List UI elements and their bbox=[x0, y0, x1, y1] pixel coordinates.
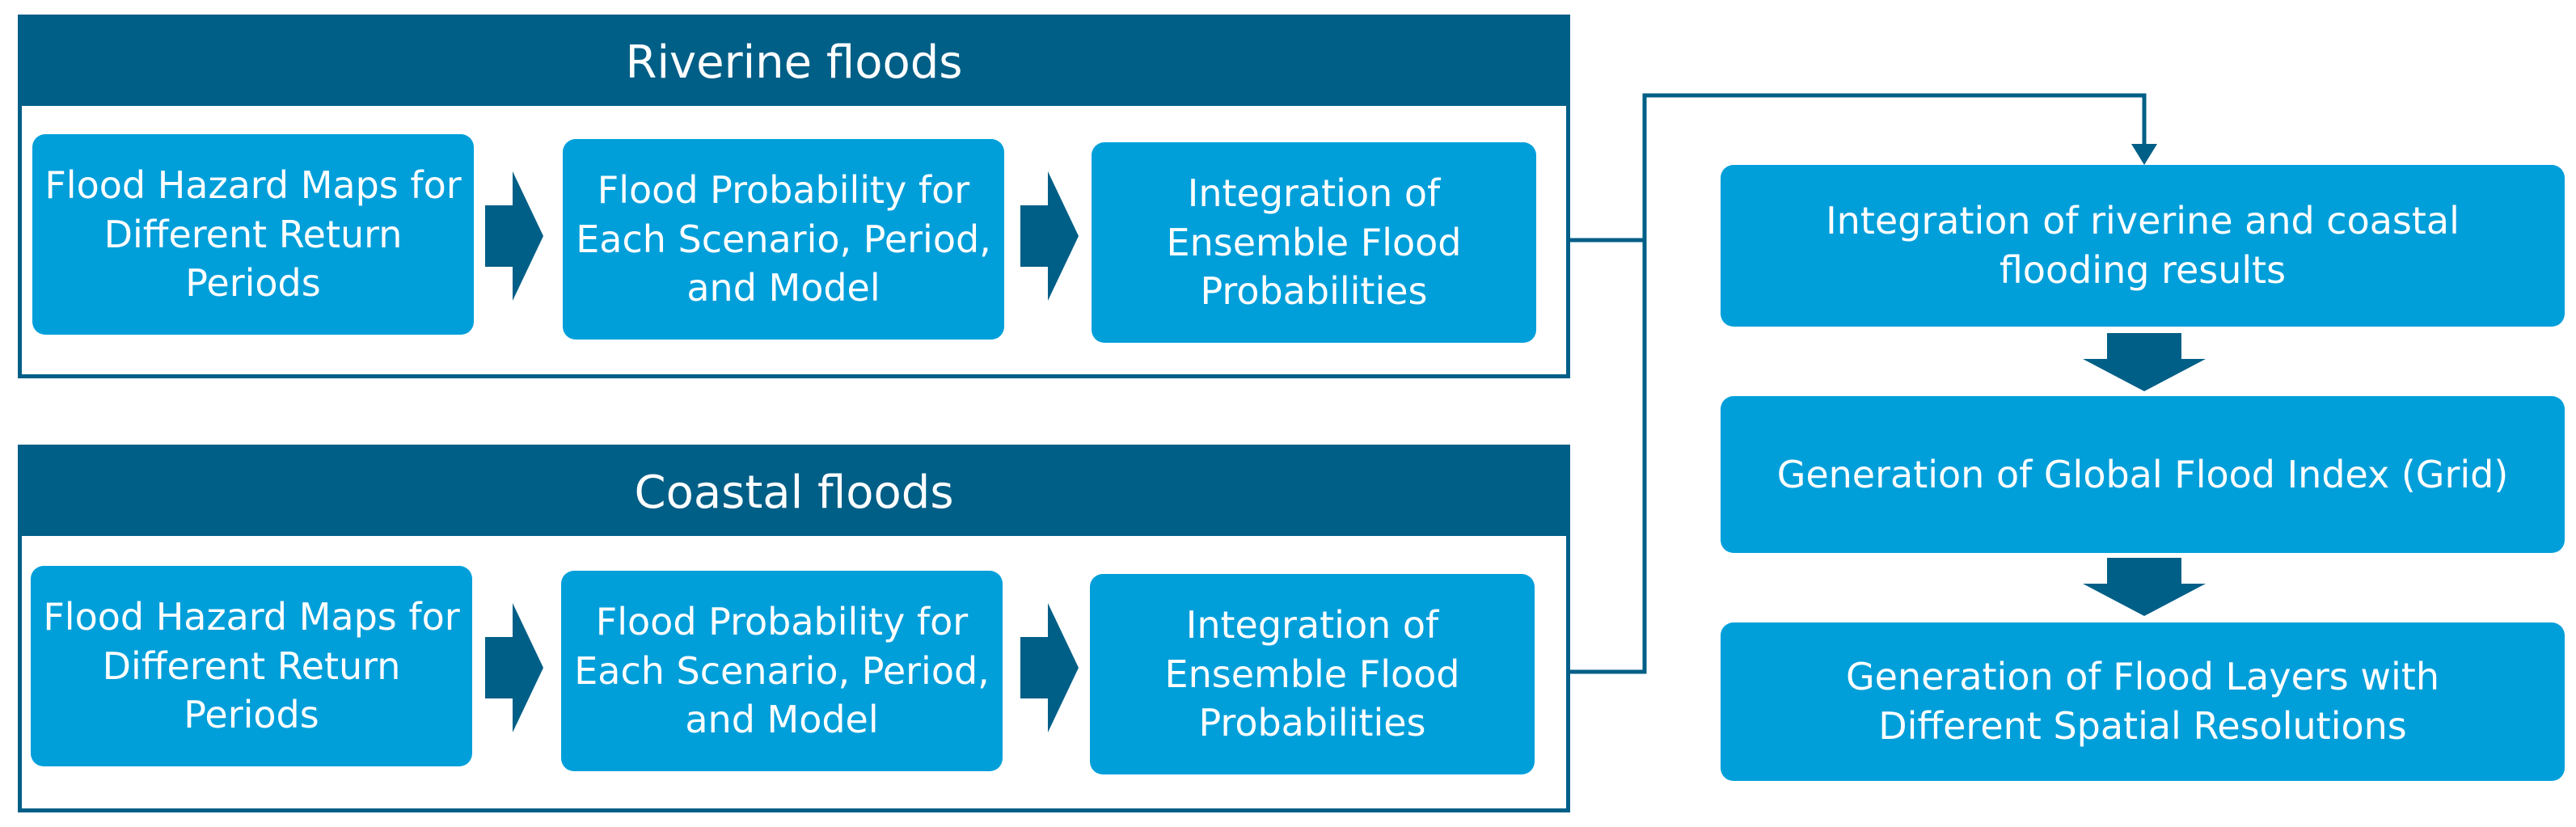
riverine-step-ensemble-integration: Integration of Ensemble Flood Probabilit… bbox=[1092, 142, 1536, 343]
pipeline-arrow-2 bbox=[2083, 558, 2206, 616]
coastal-step-hazard-maps: Flood Hazard Maps for Different Return P… bbox=[31, 566, 472, 766]
riverine-panel-title: Riverine floods bbox=[22, 19, 1566, 106]
coastal-step-ensemble-integration: Integration of Ensemble Flood Probabilit… bbox=[1090, 574, 1535, 774]
coastal-merge-line bbox=[1570, 240, 1647, 674]
riverine-step-hazard-maps: Flood Hazard Maps for Different Return P… bbox=[32, 134, 474, 335]
coastal-panel-title: Coastal floods bbox=[22, 449, 1566, 536]
pipeline-arrow-1 bbox=[2083, 333, 2206, 391]
pipeline-step-global-index: Generation of Global Flood Index (Grid) bbox=[1721, 396, 2565, 553]
coastal-step-flood-probability: Flood Probability for Each Scenario, Per… bbox=[561, 571, 1003, 771]
riverine-step-flood-probability: Flood Probability for Each Scenario, Per… bbox=[563, 139, 1004, 340]
merge-arrowhead bbox=[2131, 144, 2157, 165]
pipeline-step-flood-layers: Generation of Flood Layers with Differen… bbox=[1721, 622, 2565, 781]
pipeline-step-integration: Integration of riverine and coastal floo… bbox=[1721, 165, 2565, 327]
